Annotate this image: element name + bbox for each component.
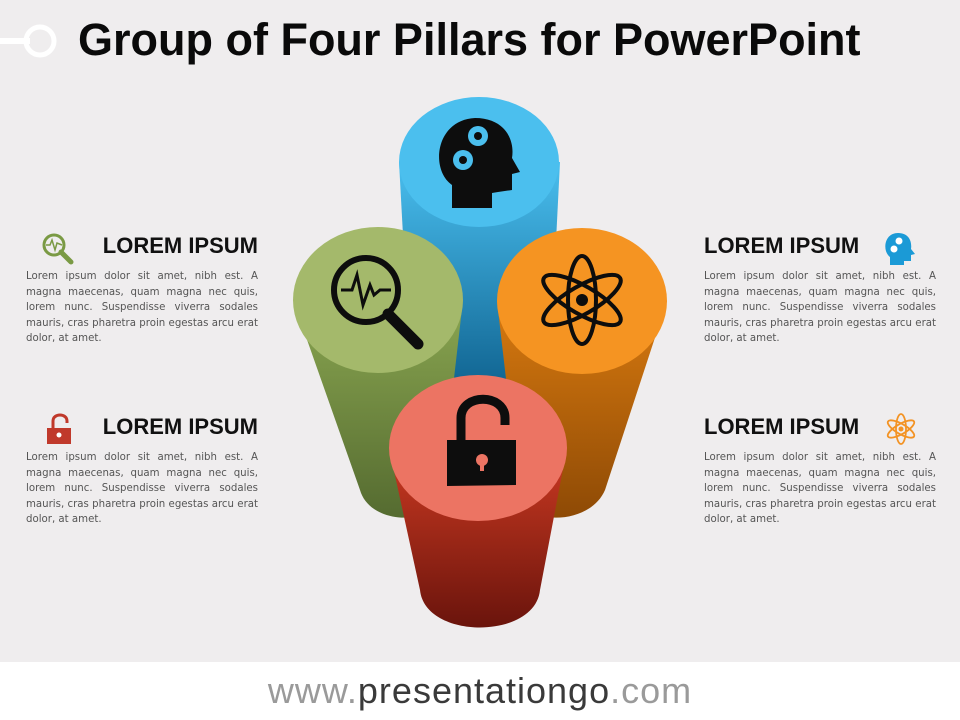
text-block-bottom-right: LOREM IPSUM Lorem ipsum dolor sit amet, … (704, 410, 936, 528)
unlocked-padlock-icon (47, 413, 71, 444)
footer-prefix: www. (267, 670, 358, 711)
footer-domain: presentationgo (357, 670, 611, 711)
block-text: Lorem ipsum dolor sit amet, nibh est. A … (704, 452, 936, 525)
pillar-red (389, 375, 567, 628)
footer-website: www.presentationgo.com (0, 662, 960, 720)
block-heading: LOREM IPSUM (704, 414, 860, 439)
block-text: Lorem ipsum dolor sit amet, nibh est. A … (26, 271, 258, 344)
atom-icon (541, 254, 623, 346)
unlocked-padlock-icon (447, 394, 516, 486)
block-heading: LOREM IPSUM (102, 414, 258, 439)
block-text: Lorem ipsum dolor sit amet, nibh est. A … (26, 452, 258, 525)
atom-icon (886, 413, 916, 445)
block-text: Lorem ipsum dolor sit amet, nibh est. A … (704, 271, 936, 344)
head-gears-icon (885, 233, 915, 265)
magnifier-pulse-icon (42, 233, 74, 265)
text-block-bottom-left: LOREM IPSUM Lorem ipsum dolor sit amet, … (26, 410, 258, 528)
block-heading: LOREM IPSUM (102, 233, 258, 258)
head-gears-icon (439, 118, 520, 208)
text-block-top-right: LOREM IPSUM Lorem ipsum dolor sit amet, … (704, 229, 936, 347)
footer-suffix: .com (610, 670, 693, 711)
magnifier-pulse-icon (331, 255, 424, 350)
block-heading: LOREM IPSUM (704, 233, 860, 258)
page-title: Group of Four Pillars for PowerPoint (78, 14, 861, 65)
pin-icon (0, 24, 57, 58)
text-block-top-left: LOREM IPSUM Lorem ipsum dolor sit amet, … (26, 229, 258, 347)
